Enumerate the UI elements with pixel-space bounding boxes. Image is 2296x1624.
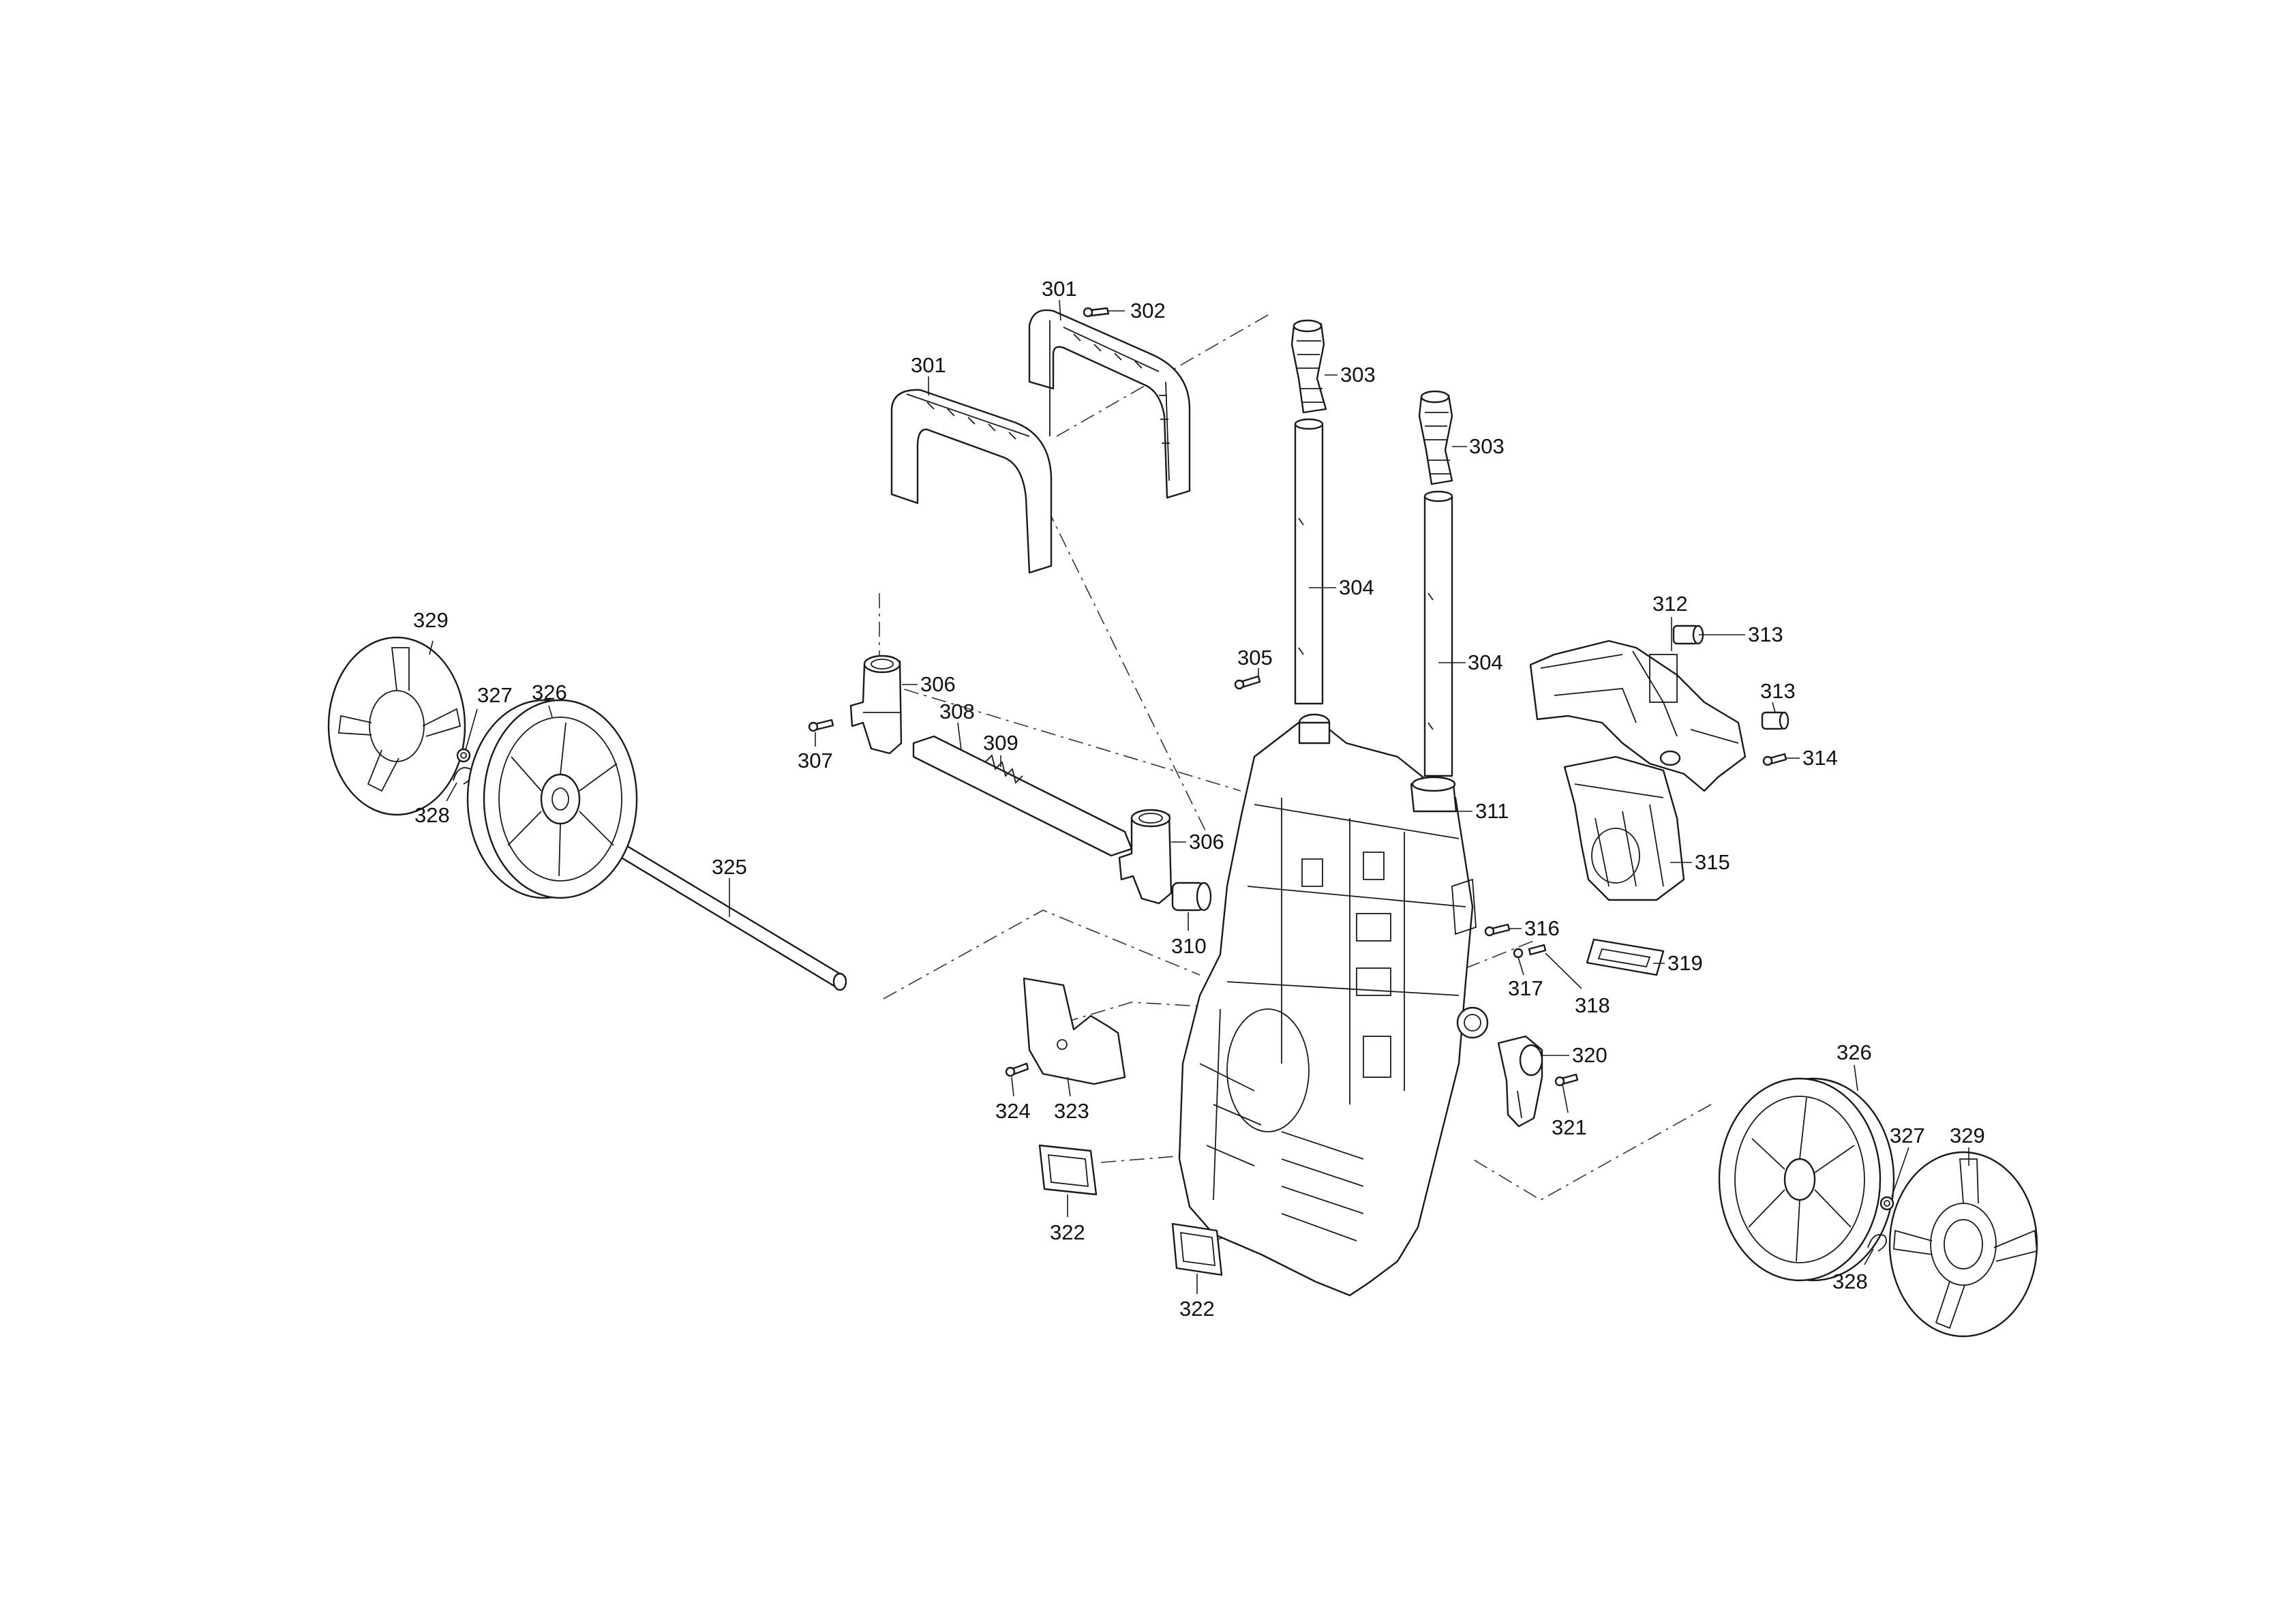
tube-cap-303-right xyxy=(1418,390,1453,485)
screw-321 xyxy=(1554,1073,1579,1087)
main-frame-311 xyxy=(1178,713,1489,1297)
screw-324 xyxy=(1005,1062,1029,1077)
cover-323 xyxy=(1023,977,1126,1085)
screw-316 xyxy=(1484,923,1511,937)
label-327-right: 327 xyxy=(1890,1124,1925,1147)
label-321: 321 xyxy=(1552,1115,1587,1139)
label-308: 308 xyxy=(939,700,975,723)
screw-307 xyxy=(808,719,834,732)
label-307: 307 xyxy=(798,749,833,772)
label-304-left: 304 xyxy=(1339,575,1374,599)
label-325: 325 xyxy=(712,855,747,879)
label-324: 324 xyxy=(995,1099,1031,1123)
pin-313-side xyxy=(1761,711,1789,730)
spring-309 xyxy=(984,754,1023,784)
label-305: 305 xyxy=(1237,646,1273,670)
label-322-bottom: 322 xyxy=(1179,1297,1215,1321)
label-328-left: 328 xyxy=(414,803,450,827)
screw-318 xyxy=(1528,944,1547,956)
label-303-left: 303 xyxy=(1340,363,1376,387)
label-326-left: 326 xyxy=(532,680,567,704)
handle-301-rear xyxy=(1028,309,1191,499)
hubcap-329-left xyxy=(327,636,466,816)
plate-322-bottom xyxy=(1171,1222,1223,1276)
label-306-top: 306 xyxy=(920,672,956,696)
washer-317 xyxy=(1513,948,1524,959)
label-327-left: 327 xyxy=(477,683,513,707)
wheel-326-left xyxy=(466,699,638,899)
plate-322-left xyxy=(1038,1144,1098,1196)
label-319: 319 xyxy=(1667,951,1703,975)
washer-327-right xyxy=(1879,1196,1894,1211)
label-317: 317 xyxy=(1508,976,1543,1000)
label-323: 323 xyxy=(1054,1099,1089,1123)
label-309: 309 xyxy=(983,731,1018,755)
label-304-right: 304 xyxy=(1468,650,1503,674)
label-302: 302 xyxy=(1130,299,1166,322)
tube-304-left xyxy=(1294,418,1324,705)
label-320: 320 xyxy=(1572,1043,1607,1067)
label-311: 311 xyxy=(1475,799,1509,823)
label-313-top: 313 xyxy=(1748,622,1783,646)
clip-328-right xyxy=(1867,1234,1887,1252)
screw-305 xyxy=(1234,675,1261,690)
tube-304-right xyxy=(1423,490,1453,777)
label-301-front: 301 xyxy=(911,353,946,377)
label-318: 318 xyxy=(1575,993,1610,1017)
label-315: 315 xyxy=(1695,850,1730,874)
handle-301-front xyxy=(890,389,1053,574)
label-328-right: 328 xyxy=(1832,1269,1868,1293)
label-326-right: 326 xyxy=(1837,1040,1872,1064)
axle-holder-306-bottom xyxy=(1118,809,1173,905)
label-329-right: 329 xyxy=(1950,1124,1985,1147)
label-312: 312 xyxy=(1652,592,1688,616)
screw-314 xyxy=(1762,753,1787,766)
label-313-side: 313 xyxy=(1760,679,1796,703)
pin-313-top xyxy=(1672,625,1704,645)
label-314: 314 xyxy=(1802,746,1838,770)
hubcap-329-right xyxy=(1888,1151,2038,1338)
axle-holder-306-top xyxy=(849,655,903,755)
label-301-rear: 301 xyxy=(1042,277,1077,301)
part-number-labels: 301 302 301 303 303 304 304 305 306 307 … xyxy=(413,277,1985,1321)
screw-302 xyxy=(1083,307,1110,318)
bracket-315 xyxy=(1563,755,1685,901)
label-306-bottom: 306 xyxy=(1189,830,1224,854)
label-310: 310 xyxy=(1171,934,1207,958)
label-303-right: 303 xyxy=(1469,434,1505,458)
lever-320 xyxy=(1497,1035,1543,1128)
tube-cap-303-left xyxy=(1290,319,1327,414)
label-316: 316 xyxy=(1524,916,1560,940)
cover-319 xyxy=(1586,938,1665,976)
label-322-left: 322 xyxy=(1050,1220,1085,1244)
wheel-326-right xyxy=(1718,1077,1895,1282)
bushing-310 xyxy=(1171,882,1212,912)
bracket-312 xyxy=(1529,640,1747,792)
label-329-left: 329 xyxy=(413,608,449,632)
leader-lines xyxy=(429,299,1969,1294)
washer-327-left xyxy=(456,748,471,763)
axle-bar-308 xyxy=(912,735,1133,857)
